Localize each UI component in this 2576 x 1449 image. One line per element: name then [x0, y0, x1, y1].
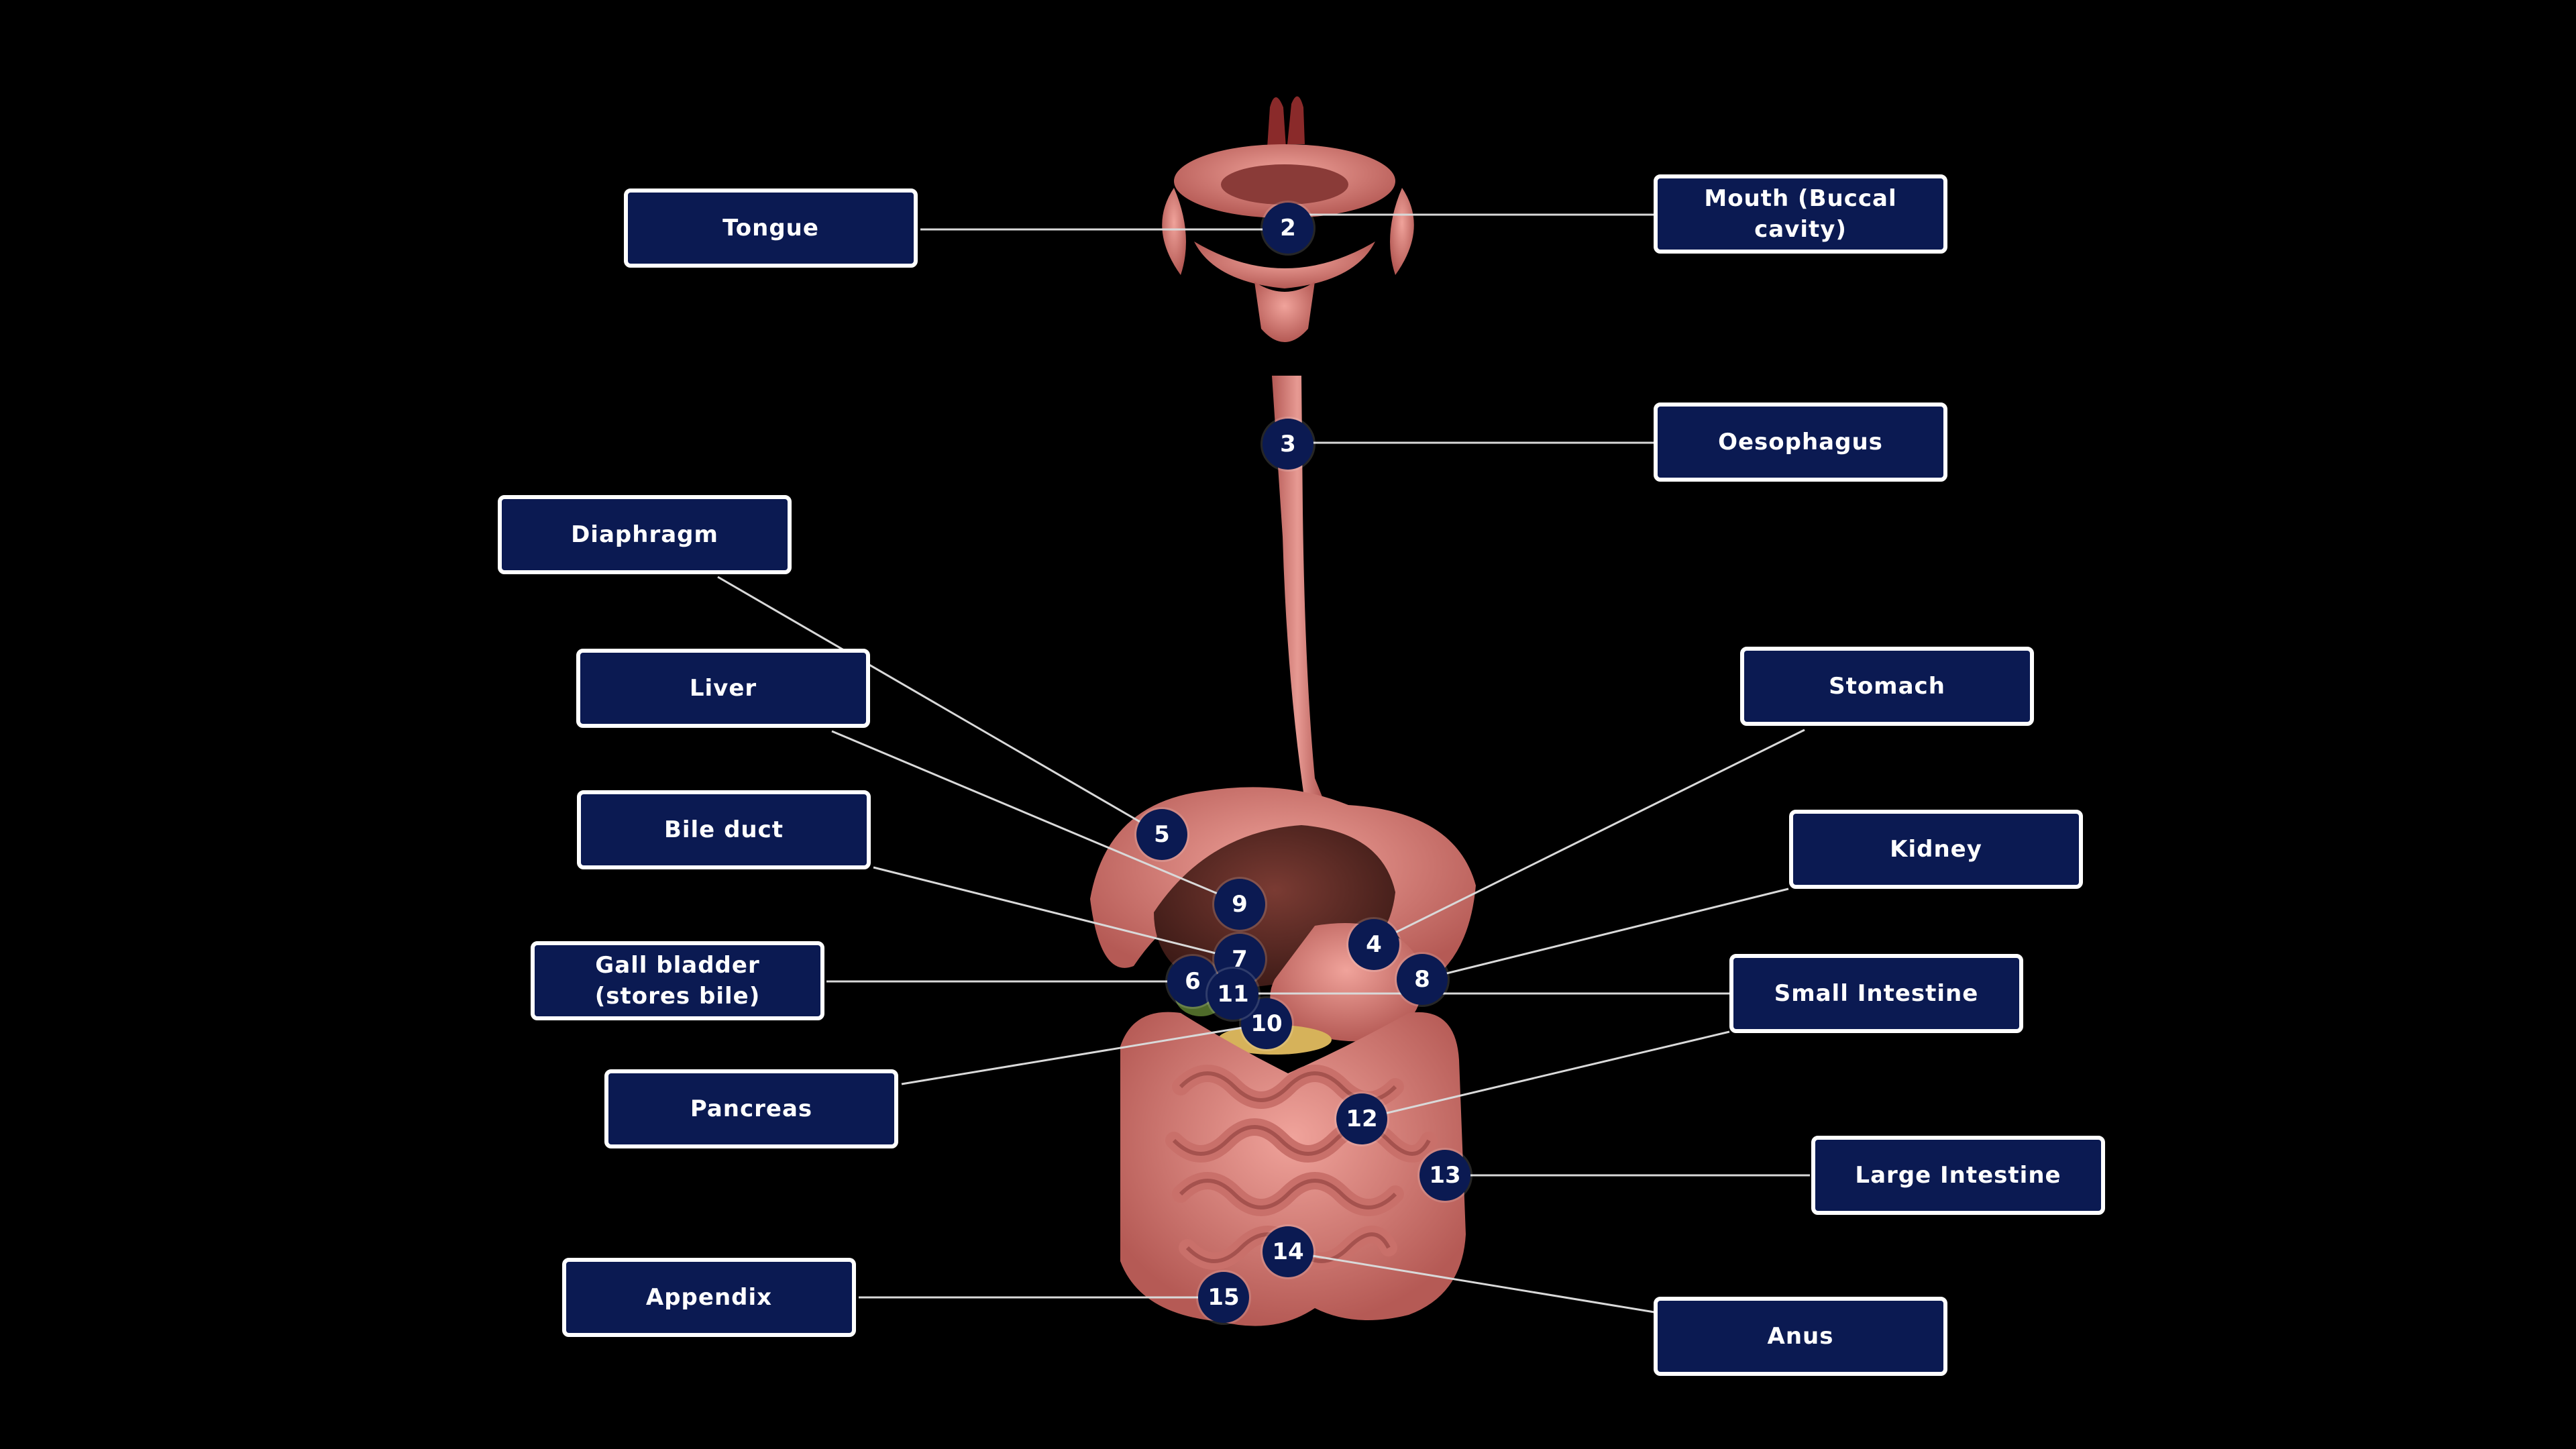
label-tongue[interactable]: Tongue: [624, 189, 918, 268]
large-intestine-organ: [1120, 1012, 1466, 1326]
label-anus[interactable]: Anus: [1654, 1297, 1947, 1376]
label-bile-duct[interactable]: Bile duct: [577, 790, 871, 869]
leader-lines: [717, 213, 1810, 1313]
label-kidney[interactable]: Kidney: [1789, 810, 2083, 889]
label-gall-bladder[interactable]: Gall bladder (stores bile): [531, 941, 824, 1020]
label-pancreas[interactable]: Pancreas: [604, 1069, 898, 1148]
label-small-intestine[interactable]: Small Intestine: [1729, 954, 2023, 1033]
label-large-intestine[interactable]: Large Intestine: [1811, 1136, 2105, 1215]
gall-bladder-organ: [1174, 969, 1228, 1016]
label-diaphragm[interactable]: Diaphragm: [498, 495, 792, 574]
label-appendix[interactable]: Appendix: [562, 1258, 856, 1337]
label-oesophagus[interactable]: Oesophagus: [1654, 402, 1947, 482]
label-mouth[interactable]: Mouth (Buccal cavity): [1654, 174, 1947, 254]
mouth-organ: [1162, 96, 1414, 342]
label-stomach[interactable]: Stomach: [1740, 647, 2034, 726]
label-liver[interactable]: Liver: [576, 649, 870, 728]
oesophagus-organ: [1272, 376, 1323, 802]
